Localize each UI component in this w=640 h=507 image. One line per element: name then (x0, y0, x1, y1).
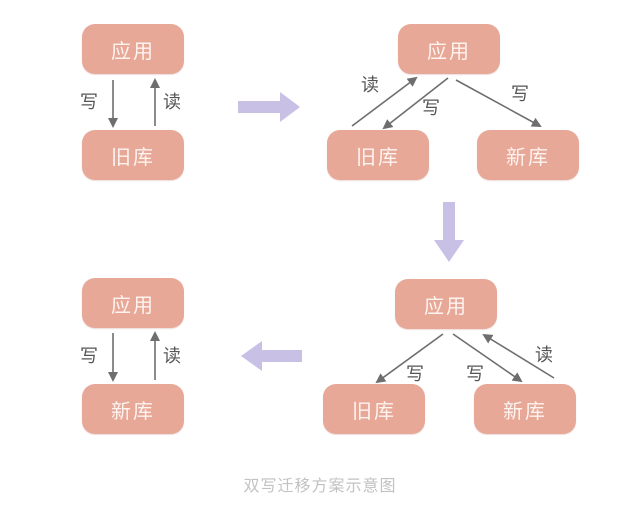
flow-arrow-left-icon (241, 341, 302, 371)
stage2-read-old-edge (351, 76, 418, 127)
stage3-read-new-edge (482, 333, 555, 379)
stage3-write-old-edge (375, 333, 444, 384)
stage4-app-node: 应用 (82, 278, 184, 328)
stage2-write-new-label: 写 (511, 84, 529, 105)
stage2-write-new-edge (455, 79, 542, 127)
stage3-old-db-node: 旧库 (323, 384, 425, 434)
stage1-write-label: 写 (80, 92, 98, 113)
stage2-read-old-label: 读 (361, 75, 379, 96)
stage2-app-node: 应用 (398, 24, 500, 74)
figure-caption: 双写迁移方案示意图 (243, 476, 397, 495)
stage4-new-db-node: 新库 (82, 384, 184, 434)
stage1-app-node: 应用 (82, 24, 184, 74)
stage2-write-old-label: 写 (422, 98, 440, 119)
stage3-read-new-label: 读 (535, 345, 553, 366)
flow-arrow-right-icon (238, 92, 300, 122)
stage3-write-new-label: 写 (466, 364, 484, 385)
stage1-read-label: 读 (163, 92, 181, 113)
stage3-write-old-label: 写 (406, 364, 424, 385)
stage2-write-old-edge (382, 77, 449, 130)
stage3-write-new-edge (452, 333, 523, 383)
stage3-new-db-node: 新库 (474, 384, 576, 434)
flow-arrow-down-icon (434, 202, 464, 262)
stage4-read-label: 读 (163, 346, 181, 367)
stage2-old-db-node: 旧库 (327, 130, 429, 180)
stage1-old-db-node: 旧库 (82, 130, 184, 180)
stage4-write-label: 写 (80, 346, 98, 367)
stage2-new-db-node: 新库 (477, 130, 579, 180)
stage3-app-node: 应用 (395, 279, 497, 329)
